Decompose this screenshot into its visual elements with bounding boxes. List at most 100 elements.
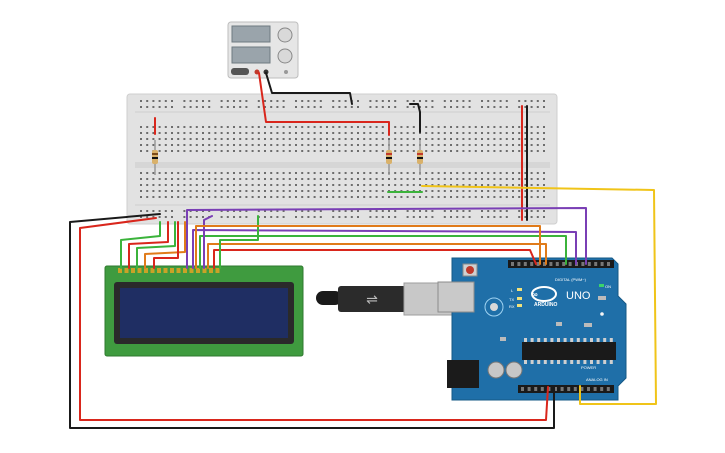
resistor-2[interactable] (386, 140, 392, 175)
lcd-pin (170, 268, 174, 273)
breadboard-hole (158, 210, 161, 212)
breadboard-hole (412, 100, 415, 102)
breadboard-hole (313, 132, 316, 134)
breadboard-hole (394, 106, 397, 108)
breadboard-hole (264, 132, 266, 134)
breadboard-hole (400, 144, 403, 146)
breadboard-hole (319, 178, 322, 180)
ic-pin (524, 338, 527, 342)
power-analog-pin (587, 387, 590, 391)
breadboard-hole (189, 216, 192, 218)
power-analog-pin (560, 387, 564, 391)
breadboard-hole (146, 100, 149, 102)
resistor-3[interactable] (417, 140, 423, 175)
lcd-pin (183, 268, 187, 273)
ic-pin (537, 360, 541, 364)
breadboard-hole (282, 138, 285, 140)
breadboard-hole (499, 132, 502, 134)
breadboard-hole (276, 190, 279, 192)
breadboard-hole (140, 172, 142, 174)
breadboard-hole (313, 172, 316, 174)
lcd-module[interactable] (104, 265, 304, 357)
breadboard-hole (412, 150, 415, 152)
arduino-uno[interactable]: ∞ ARDUINO UNO DIGITAL (PWM~) POWER ANALO… (437, 257, 627, 401)
breadboard-hole (512, 190, 514, 192)
breadboard-hole (493, 150, 496, 152)
breadboard-hole (214, 126, 217, 128)
breadboard-hole (357, 138, 359, 140)
breadboard-hole (437, 132, 440, 134)
breadboard-hole (450, 196, 452, 198)
breadboard-hole (152, 100, 155, 102)
breadboard-hole (257, 126, 260, 128)
breadboard-hole (158, 216, 161, 218)
breadboard-hole (208, 184, 211, 186)
breadboard-hole (164, 126, 167, 128)
digital-pin (511, 262, 514, 266)
breadboard-hole (177, 150, 180, 152)
breadboard-hole (245, 106, 248, 108)
wire-red-lcd (128, 221, 169, 269)
breadboard-holes[interactable] (140, 100, 545, 218)
power-analog-pin (593, 387, 597, 391)
breadboard-hole (394, 132, 397, 134)
breadboard-hole (264, 126, 266, 128)
breadboard-hole (543, 216, 545, 218)
breadboard-hole (499, 210, 502, 212)
breadboard-hole (357, 132, 359, 134)
breadboard-hole (257, 132, 260, 134)
breadboard-hole (276, 100, 279, 102)
breadboard-hole (369, 150, 372, 152)
breadboard-hole (301, 190, 304, 192)
breadboard-hole (220, 138, 223, 140)
breadboard-hole (164, 184, 167, 186)
breadboard-hole (301, 178, 304, 180)
breadboard-hole (369, 106, 372, 108)
breadboard-hole (146, 138, 149, 140)
power-supply[interactable] (227, 21, 299, 79)
breadboard-hole (307, 216, 310, 218)
breadboard-hole (394, 100, 397, 102)
lcd-pin (157, 268, 161, 273)
breadboard-hole (152, 216, 155, 218)
breadboard-hole (493, 196, 496, 198)
breadboard-hole (536, 184, 539, 186)
breadboard-hole (264, 190, 266, 192)
breadboard-hole (332, 190, 335, 192)
breadboard-hole (518, 210, 521, 212)
breadboard-hole (202, 172, 204, 174)
breadboard-hole (214, 178, 217, 180)
breadboard-hole (220, 184, 223, 186)
breadboard-hole (443, 132, 446, 134)
breadboard-hole (295, 100, 297, 102)
breadboard-hole (499, 178, 502, 180)
breadboard-hole (524, 178, 527, 180)
breadboard-hole (208, 106, 211, 108)
breadboard-hole (499, 190, 502, 192)
breadboard-hole (295, 138, 297, 140)
breadboard-hole (381, 216, 384, 218)
breadboard-hole (437, 126, 440, 128)
breadboard (126, 93, 558, 225)
breadboard-hole (319, 184, 322, 186)
breadboard-hole (313, 100, 316, 102)
wires[interactable] (69, 72, 657, 429)
breadboard-hole (226, 138, 229, 140)
breadboard-hole (388, 138, 390, 140)
lcd-pin (124, 268, 129, 273)
breadboard-hole (307, 196, 310, 198)
breadboard-hole (319, 190, 322, 192)
breadboard-hole (530, 100, 533, 102)
breadboard-hole (357, 172, 359, 174)
digital-label: DIGITAL (PWM~) (555, 277, 587, 282)
breadboard-hole (313, 138, 316, 140)
breadboard-hole (530, 216, 533, 218)
breadboard-hole (412, 178, 415, 180)
breadboard-hole (338, 172, 341, 174)
breadboard-hole (543, 210, 545, 212)
breadboard-hole (164, 100, 167, 102)
breadboard-hole (226, 190, 229, 192)
breadboard-hole (406, 126, 409, 128)
resistor-1[interactable] (152, 140, 158, 175)
breadboard-hole (257, 190, 260, 192)
